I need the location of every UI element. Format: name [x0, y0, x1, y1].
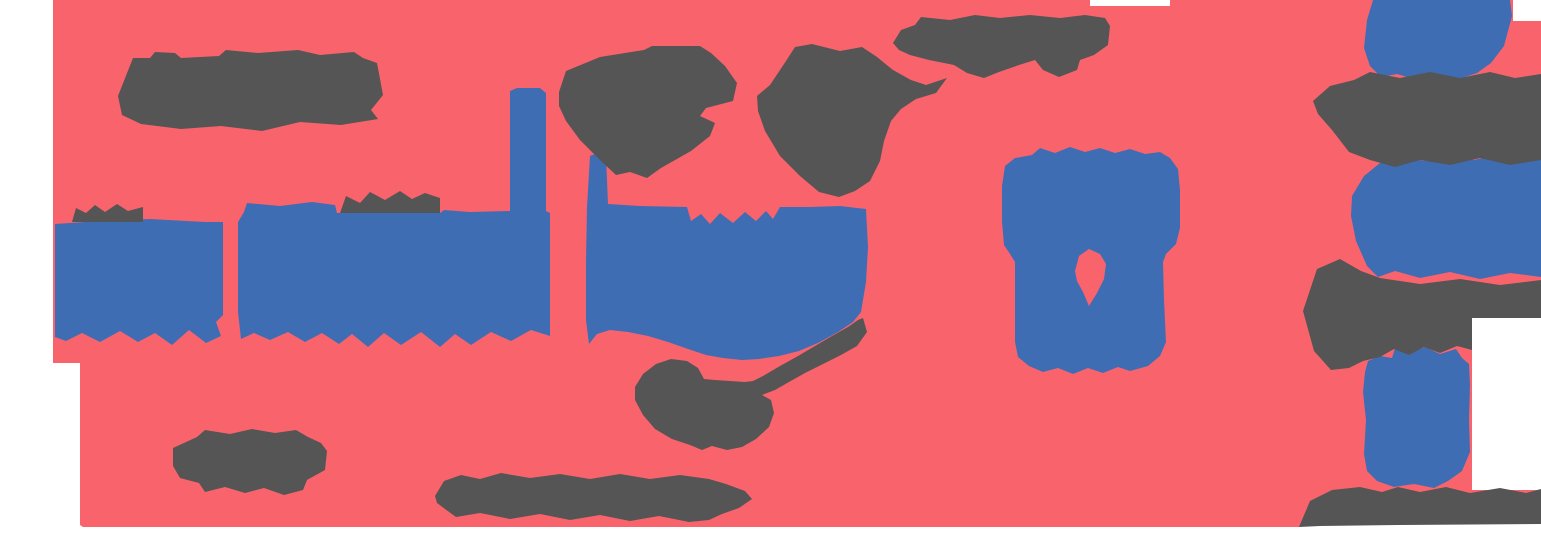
subtext-mid-blob: [340, 191, 440, 213]
right-panel-bottom-band: [1299, 487, 1541, 527]
app-icon-blob: [1363, 347, 1470, 488]
left-banner-block-left: [55, 219, 223, 345]
left-banner-block-right: [238, 88, 550, 347]
right-panel-text-band-2: [1303, 259, 1541, 370]
headline-text-blob: [118, 50, 383, 131]
caption-bottom-text-blob: [435, 473, 752, 522]
swoosh-hand-blob: [635, 318, 867, 450]
right-panel-text-band-1: [1313, 72, 1541, 167]
right-band-blue: [1351, 154, 1541, 279]
center-banner-block: [586, 153, 868, 360]
subtext-left-blob: [72, 204, 143, 222]
top-right-button-blob: [1364, 0, 1512, 80]
caption-left-text-blob: [173, 429, 327, 495]
right-figure-head-blob: [757, 44, 947, 197]
keyhole-cutout: [1075, 249, 1106, 306]
notification-text-blob: [893, 15, 1110, 78]
left-figure-head-blob: [559, 46, 737, 178]
